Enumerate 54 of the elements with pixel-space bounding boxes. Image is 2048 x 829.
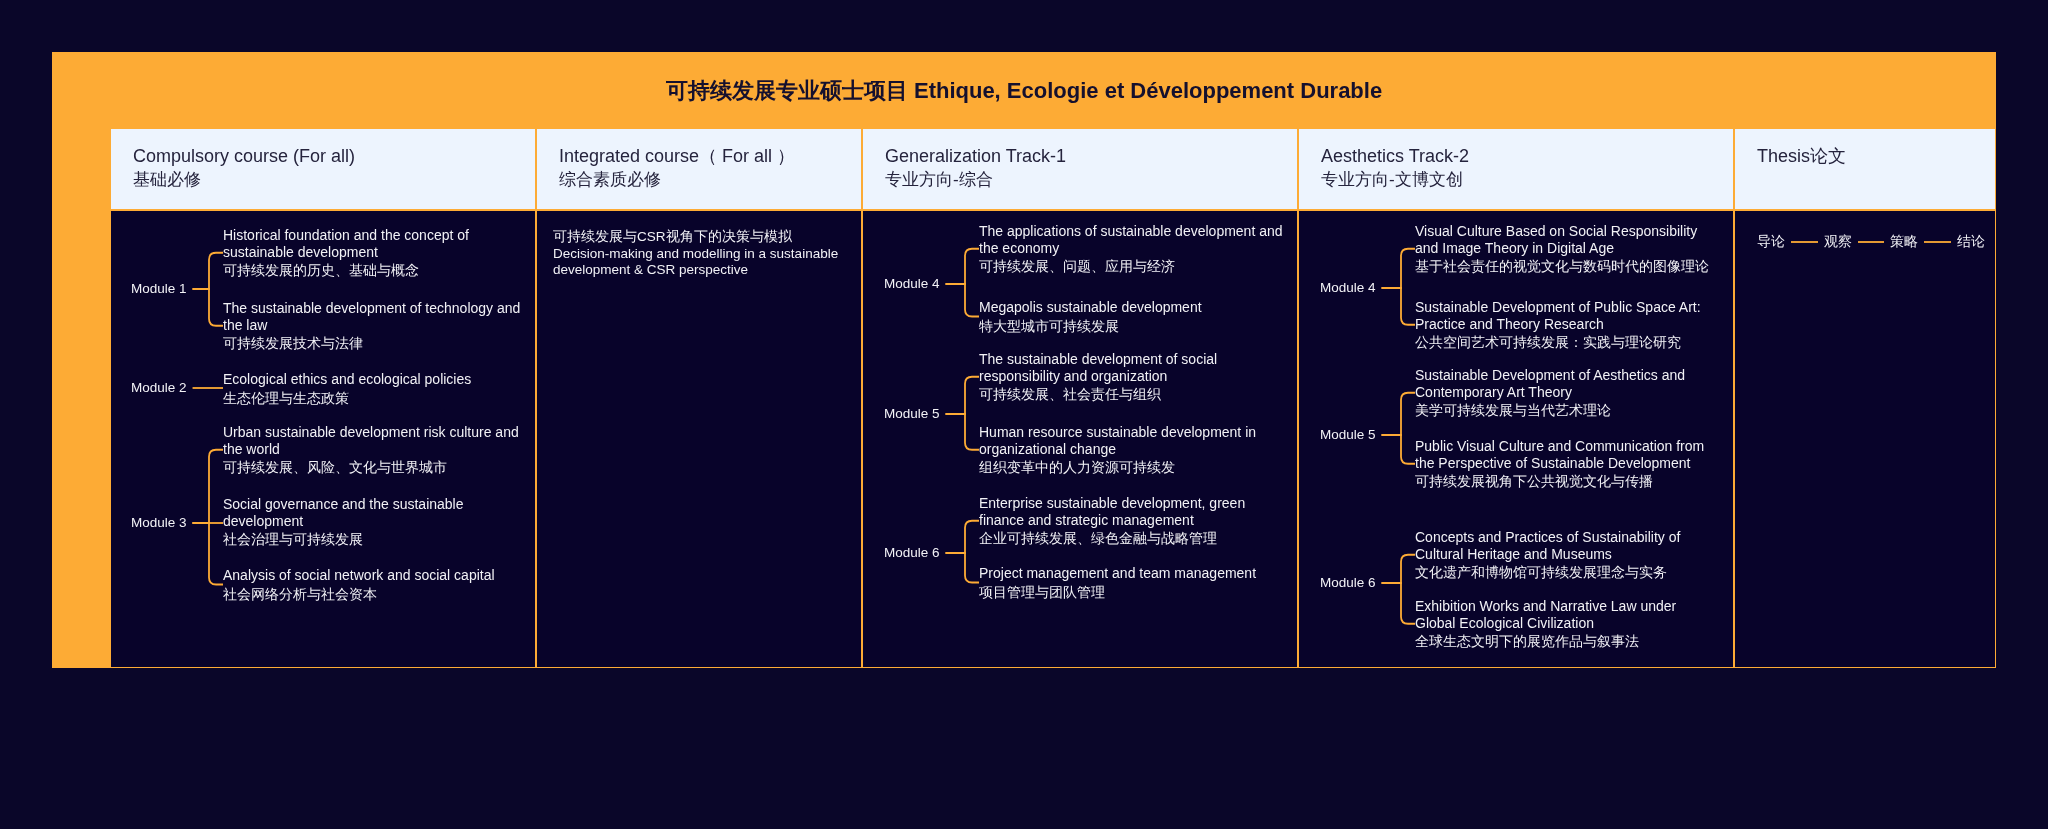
column-header: Integrated course（ For all ） 综合素质必修 — [536, 128, 862, 210]
course-item: Human resource sustainable development in organizational change 组织变革中的人力资源可持续发 — [979, 424, 1291, 476]
module-label: Module 4 — [1314, 279, 1382, 297]
module-label: Module 3 — [125, 514, 193, 532]
course-item: Historical foundation and the concept of sustainable development 可持续发展的历史、基础与概念 — [223, 227, 533, 279]
course-item: Visual Culture Based on Social Responsibility and Image Theory in Digital Age 基于社会责任的视觉文化与数码时代的图像理论 — [1415, 223, 1717, 275]
column-panel — [1298, 210, 1734, 668]
column-header: Compulsory course (For all) 基础必修 — [110, 128, 536, 210]
module-label: Module 4 — [878, 275, 946, 293]
column-panel — [862, 210, 1298, 668]
course-item: Ecological ethics and ecological policies 生态伦理与生态政策 — [223, 371, 533, 406]
bracket-connector — [944, 552, 980, 584]
title-text: 可持续发展专业硕士项目 Ethique, Ecologie et Développement Durable — [664, 77, 1384, 105]
course-item: Concepts and Practices of Sustainability of Cultural Heritage and Museums 文化遗产和博物馆可持续发展理念与实务 — [1415, 529, 1717, 581]
column-panel — [1734, 210, 1996, 668]
connector-line — [1790, 241, 1819, 243]
thesis-step: 策略 — [1884, 233, 1924, 251]
module-label: Module 6 — [878, 544, 946, 562]
module-label: Module 6 — [1314, 574, 1382, 592]
thesis-step: 结论 — [1951, 233, 1991, 251]
program-panel — [52, 52, 1996, 668]
course-item: Sustainable Development of Aesthetics and Contemporary Art Theory 美学可持续发展与当代艺术理论 — [1415, 367, 1717, 419]
bracket-connector — [1380, 434, 1416, 465]
bracket-connector — [1380, 287, 1416, 326]
module-label: Module 5 — [878, 405, 946, 423]
course-item: Enterprise sustainable development, green finance and strategic management 企业可持续发展、绿色金融与战略管理 — [979, 495, 1291, 547]
bracket-connector — [944, 413, 980, 451]
column-header: Aesthetics Track-2 专业方向-文博文创 — [1298, 128, 1734, 210]
column-header: Generalization Track-1 专业方向-综合 — [862, 128, 1298, 210]
thesis-step: 导论 — [1751, 233, 1791, 251]
module-label: Module 5 — [1314, 426, 1382, 444]
course-item: The sustainable development of social responsibility and organization 可持续发展、社会责任与组织 — [979, 351, 1291, 403]
column-panel — [110, 210, 536, 668]
column-panel: 可持续发展与CSR视角下的决策与模拟 Decision-making and modelling in a sustainable development & CSR perspective — [536, 210, 862, 668]
thesis-step: 观察 — [1818, 233, 1858, 251]
course-item: Exhibition Works and Narrative Law under Global Ecological Civilization 全球生态文明下的展览作品与叙事法 — [1415, 598, 1717, 650]
course-item: The applications of sustainable development and the economy 可持续发展、问题、应用与经济 — [979, 223, 1291, 275]
column-header: Thesis论文 — [1734, 128, 1996, 210]
module-label: Module 2 — [125, 379, 193, 397]
bracket-connector — [191, 288, 224, 327]
course-item: Sustainable Development of Public Space Art: Practice and Theory Research 公共空间艺术可持续发展：实践与理论研究 — [1415, 299, 1717, 351]
course-item: Social governance and the sustainable development 社会治理与可持续发展 — [223, 496, 533, 548]
course-item: The sustainable development of technology and the law 可持续发展技术与法律 — [223, 300, 533, 352]
bracket-connector — [944, 283, 980, 318]
course-item: Megapolis sustainable development 特大型城市可持续发展 — [979, 299, 1291, 334]
connector-line — [1923, 241, 1952, 243]
course-item: Urban sustainable development risk culture and the world 可持续发展、风险、文化与世界城市 — [223, 424, 533, 476]
connector-line — [1857, 241, 1885, 243]
module-label: Module 1 — [125, 280, 193, 298]
bracket-connector — [1380, 582, 1416, 625]
course-item: Project management and team management 项目管理与团队管理 — [979, 565, 1291, 600]
connector-line — [191, 387, 224, 389]
course-item: Public Visual Culture and Communication from the Perspective of Sustainable Development 可持续发展视角下公共视觉文化与传播 — [1415, 438, 1717, 490]
course-item: Analysis of social network and social capital 社会网络分析与社会资本 — [223, 567, 533, 602]
